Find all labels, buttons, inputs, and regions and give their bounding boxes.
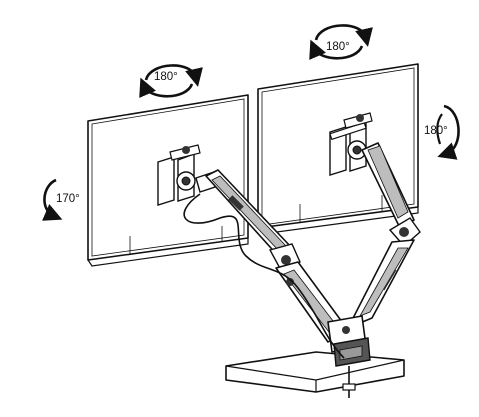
right-arm (347, 142, 421, 329)
left-vesa-mount (157, 144, 219, 206)
right-rotate-arrow: 180° (424, 104, 460, 160)
cable (183, 193, 345, 359)
right-swivel-arrow: 180° (309, 24, 373, 60)
left-tilt-label: 170° (56, 193, 80, 205)
clamp-base-plate (225, 351, 405, 393)
curved-arrow-icon (314, 24, 373, 47)
right-rotate-label: 180° (424, 125, 448, 137)
right-vesa-mount (329, 112, 373, 176)
curved-arrow-icon (436, 113, 443, 145)
curved-arrow-icon (139, 77, 194, 98)
curved-arrow-icon (309, 39, 364, 60)
left-tilt-arrow: 170° (42, 178, 80, 221)
curved-arrow-icon (437, 104, 460, 160)
right-swivel-label: 180° (326, 41, 350, 53)
left-swivel-arrow: 180° (139, 64, 203, 98)
curved-arrow-icon (144, 64, 203, 87)
center-post (327, 315, 371, 398)
curved-arrow-icon (42, 178, 63, 221)
left-swivel-label: 180° (154, 71, 178, 83)
